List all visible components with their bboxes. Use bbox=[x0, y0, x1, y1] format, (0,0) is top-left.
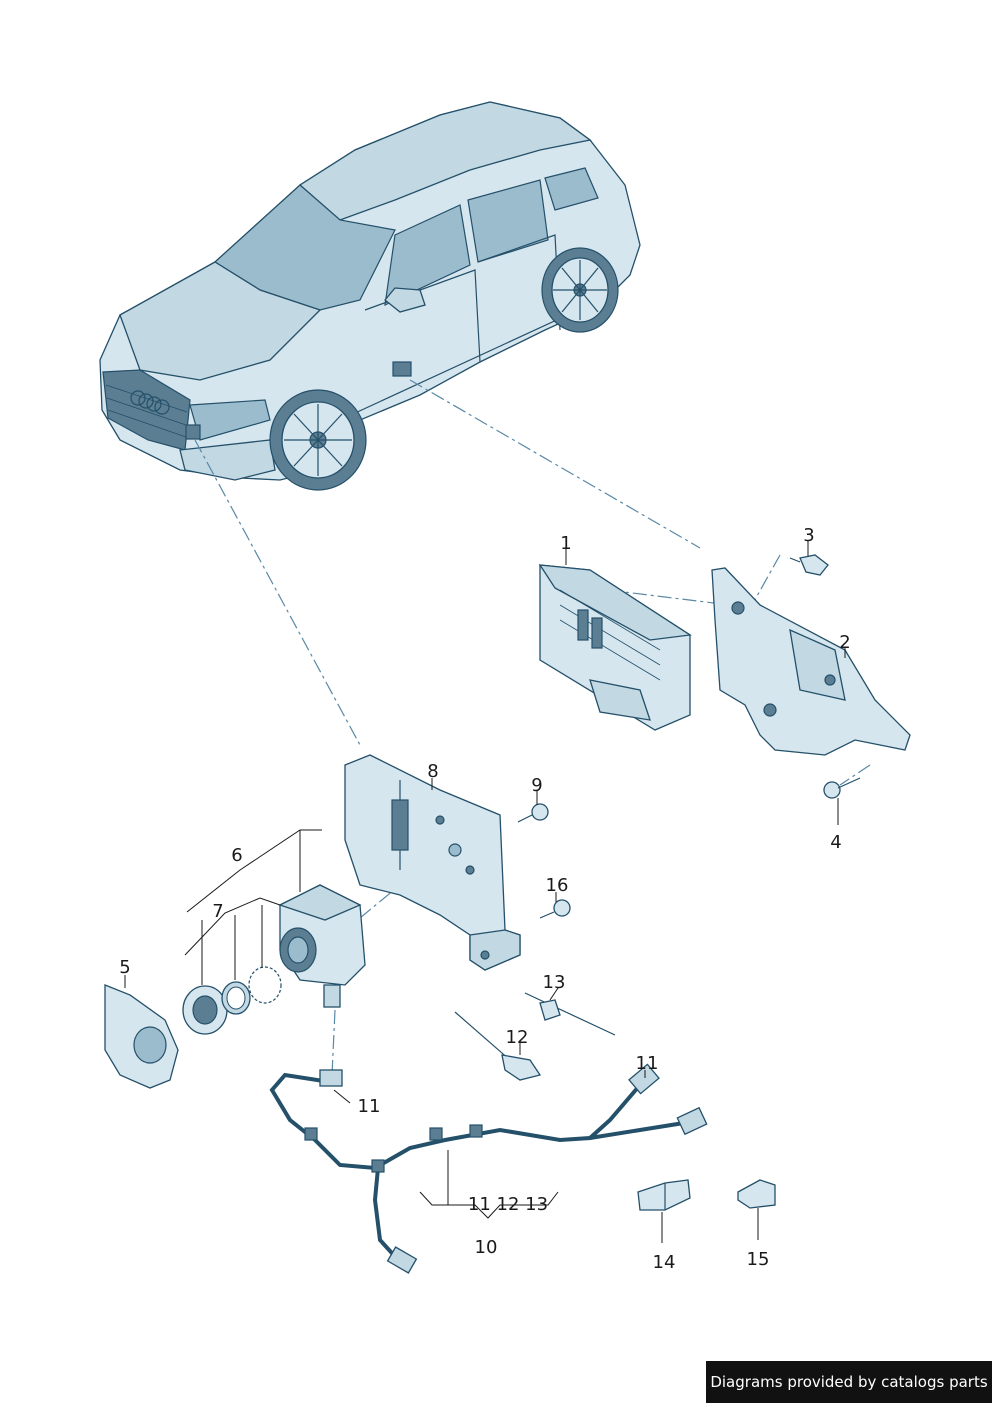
part-3-screw bbox=[789, 554, 829, 576]
leader-lines bbox=[124, 540, 846, 1243]
callout-10: 10 bbox=[475, 1237, 498, 1258]
front-wheel bbox=[269, 389, 367, 491]
part-8-camera-bracket bbox=[344, 754, 521, 971]
part-7-seal-rings bbox=[182, 966, 282, 1035]
callout-11-12-13: 11 12 13 bbox=[468, 1194, 548, 1215]
callout-15: 15 bbox=[747, 1249, 770, 1270]
callout-7: 7 bbox=[212, 901, 223, 922]
callout-9: 9 bbox=[531, 775, 542, 796]
callout-labels: 1 2 3 4 5 6 7 8 9 10 11 11 11 12 13 12 1… bbox=[119, 525, 850, 1273]
part-6-camera bbox=[278, 884, 366, 1008]
callout-6: 6 bbox=[231, 845, 242, 866]
callout-1: 1 bbox=[560, 533, 571, 554]
callout-5: 5 bbox=[119, 957, 130, 978]
callout-3: 3 bbox=[803, 525, 814, 546]
part-1-control-unit bbox=[538, 564, 692, 731]
part-2-bracket bbox=[711, 567, 911, 756]
callout-11-left: 11 bbox=[358, 1096, 381, 1117]
part-10-wiring-harness bbox=[269, 1063, 708, 1274]
part-4-screw bbox=[823, 777, 861, 799]
part-12-cable-tie bbox=[454, 1011, 542, 1081]
callout-8: 8 bbox=[427, 761, 438, 782]
callout-13: 13 bbox=[543, 972, 566, 993]
part-13-cable-tie bbox=[524, 992, 616, 1036]
vehicle-illustration bbox=[99, 101, 641, 491]
part-5-cover-plate bbox=[104, 984, 179, 1089]
part-15-clip bbox=[737, 1179, 776, 1209]
callout-2: 2 bbox=[839, 632, 850, 653]
part-14-holder bbox=[637, 1179, 691, 1211]
footer-credit: Diagrams provided by catalogs parts bbox=[706, 1361, 992, 1403]
part-16-bolt bbox=[539, 899, 571, 919]
callout-14: 14 bbox=[653, 1252, 676, 1273]
rear-wheel bbox=[541, 247, 619, 333]
callout-4: 4 bbox=[830, 832, 841, 853]
callout-16: 16 bbox=[546, 875, 569, 896]
callout-11-right: 11 bbox=[636, 1053, 659, 1074]
callout-12: 12 bbox=[506, 1027, 529, 1048]
part-9-bolt bbox=[517, 803, 549, 823]
